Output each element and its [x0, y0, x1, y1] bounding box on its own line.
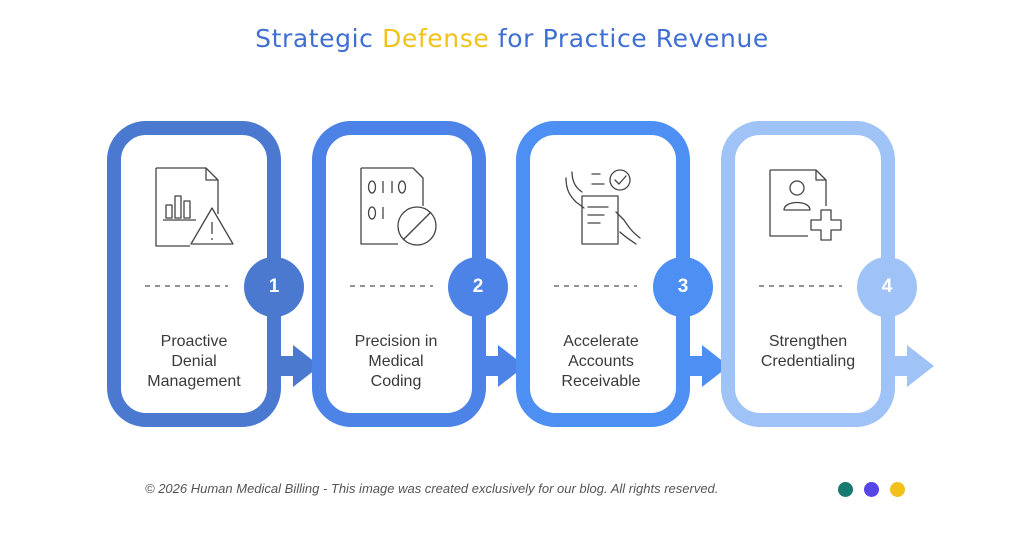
report-chart-warning-icon	[155, 167, 234, 247]
step-3-number: 3	[677, 276, 689, 297]
step-2-number-circle	[448, 257, 508, 317]
decorative-dot-teal	[838, 482, 853, 497]
step-4-arrow	[881, 345, 934, 387]
title-part-1: Strategic	[255, 24, 383, 53]
decorative-dot-purple	[864, 482, 879, 497]
profile-document-plus-icon	[769, 169, 842, 241]
step-4-number: 4	[881, 276, 893, 297]
step-1-label-line-2: Denial	[171, 353, 217, 370]
step-3-number-circle	[653, 257, 713, 317]
step-1	[107, 121, 320, 427]
step-3-arrow	[676, 345, 729, 387]
step-3	[516, 121, 729, 427]
step-4-number-circle	[857, 257, 917, 317]
copyright-footer: © 2026 Human Medical Billing - This imag…	[145, 481, 719, 496]
title-part-2: for Practice Revenue	[489, 24, 769, 53]
step-1-number-circle	[244, 257, 304, 317]
step-3-label-line-2: Accounts	[568, 353, 634, 370]
step-2-label-line-1: Precision in	[354, 333, 438, 350]
step-3-label-line-1: Accelerate	[563, 333, 639, 350]
step-2-label-line-2: Medical	[368, 353, 424, 370]
step-2-label: Precision in Medical Coding	[321, 332, 471, 392]
title-accent: Defense	[382, 24, 490, 53]
step-3-label: Accelerate Accounts Receivable	[526, 332, 676, 392]
step-4-label-line-2: Credentialing	[760, 353, 856, 370]
step-3-label-line-3: Receivable	[561, 373, 641, 390]
step-1-label-line-3: Management	[147, 373, 241, 390]
decorative-dot-yellow	[890, 482, 905, 497]
step-2	[312, 121, 525, 427]
step-1-arrow	[267, 345, 320, 387]
step-2-number: 2	[472, 276, 484, 297]
step-4-label: Strengthen Credentialing	[733, 332, 883, 372]
step-4-label-line-1: Strengthen	[768, 333, 848, 350]
binary-code-block-icon	[360, 167, 437, 246]
step-1-label-line-1: Proactive	[160, 333, 228, 350]
page-title: Strategic Defense for Practice Revenue	[0, 24, 1024, 53]
step-2-arrow	[472, 345, 525, 387]
step-4	[721, 121, 934, 427]
step-2-label-line-3: Coding	[370, 373, 422, 390]
step-1-number: 1	[268, 276, 280, 297]
step-1-label: Proactive Denial Management	[119, 332, 269, 392]
hands-document-check-icon	[565, 169, 641, 245]
